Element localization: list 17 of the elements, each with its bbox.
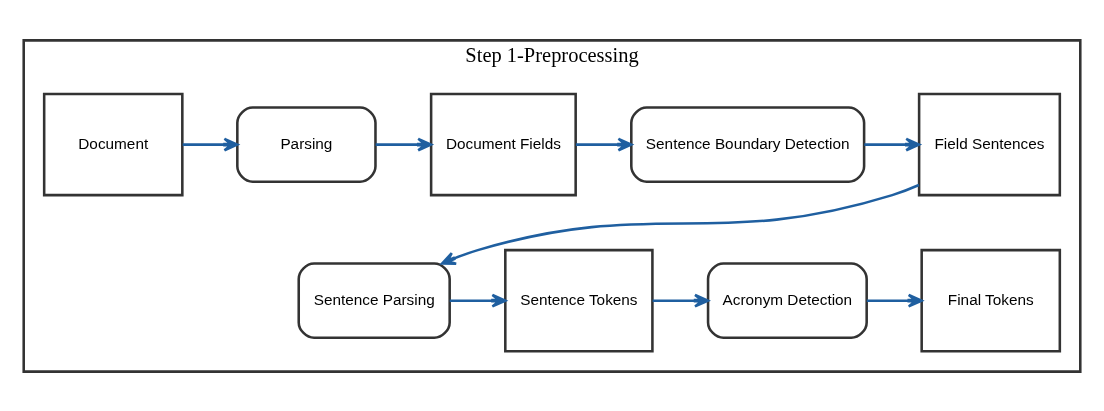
node-box: Parsing	[236, 105, 377, 183]
node-box: Document Fields	[429, 92, 577, 196]
arrow	[864, 137, 921, 152]
arrow	[575, 137, 633, 152]
arrow	[652, 293, 710, 308]
arrow	[375, 137, 433, 152]
arrow	[449, 293, 507, 308]
node-box: Acronym Detection	[706, 261, 868, 339]
arrow	[182, 137, 239, 152]
node-box: Field Sentences	[917, 92, 1062, 196]
node-box: Document	[42, 92, 184, 196]
node-box: Sentence Boundary Detection	[630, 105, 866, 183]
arrow	[440, 183, 920, 265]
arrow	[866, 293, 923, 308]
node-box: Sentence Tokens	[504, 248, 654, 352]
node-box: Final Tokens	[920, 248, 1062, 352]
node-box: Sentence Parsing	[297, 261, 451, 339]
